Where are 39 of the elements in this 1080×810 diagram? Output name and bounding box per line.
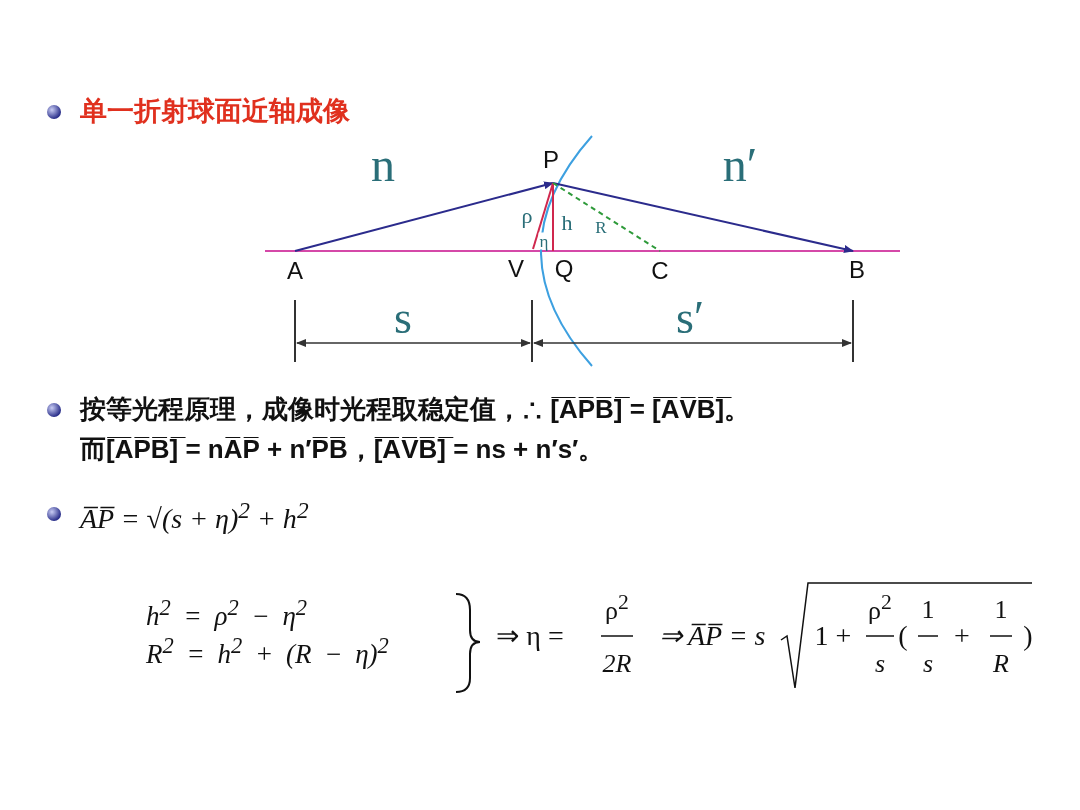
medium-index: n′ (722, 141, 758, 189)
edge-label: h (561, 212, 573, 234)
line-segment (532, 182, 554, 250)
formula: 1 (921, 597, 935, 623)
line-segment (552, 182, 661, 252)
formula: + (954, 622, 970, 650)
point-label: P (543, 148, 559, 172)
formula: s (874, 651, 886, 677)
point-label: A (287, 259, 303, 283)
point-label: B (849, 258, 865, 282)
edge-label: R (595, 218, 607, 236)
body-text: 而[̅A̅P̅B̅]̅ = nA̅P̅ + n′P̅B̅，[̅A̅V̅B̅]̅ = ns + n′s′。 (80, 435, 605, 465)
line-segment (552, 182, 554, 252)
formula: R$^{2}$ = h$^{2}$ + (R − η)$^{2}$ (146, 633, 389, 671)
point-label: Q (554, 257, 574, 281)
heading: 单一折射球面近轴成像 (80, 96, 350, 128)
formula: ρ$^{2}$ (868, 592, 892, 624)
dimension-label: s′ (676, 295, 704, 341)
dimension-label: s (394, 295, 412, 341)
formula: h$^{2}$ = ρ$^{2}$ − η$^{2}$ (146, 595, 308, 633)
formula: ( (898, 622, 908, 650)
formula: s (922, 651, 934, 677)
formula: ρ$^{2}$ (605, 592, 629, 624)
body-text: 按等光程原理，成像时光程取稳定值，∴ [̅A̅P̅B̅]̅ = [̅A̅V̅B̅]̅。 (80, 395, 751, 425)
formula: R (993, 651, 1009, 677)
edge-label: ρ (521, 205, 533, 227)
point-label: V (508, 257, 524, 281)
ray-arrow (552, 182, 854, 253)
formula: 1 (994, 597, 1008, 623)
formula: ) (1023, 622, 1033, 650)
segment-label: η (538, 232, 550, 250)
ray-arrow (294, 181, 554, 252)
formula: A̅P̅ = √(s + η)$^{2}$ + h$^{2}$ (80, 497, 309, 536)
point-label: C (651, 259, 669, 283)
medium-index: n (371, 141, 395, 189)
formula: 2R (602, 651, 632, 677)
formula: 1 + (814, 622, 852, 650)
formula: ⇒ A̅P̅ = s (658, 622, 766, 650)
formula: ⇒ η = (496, 622, 564, 650)
